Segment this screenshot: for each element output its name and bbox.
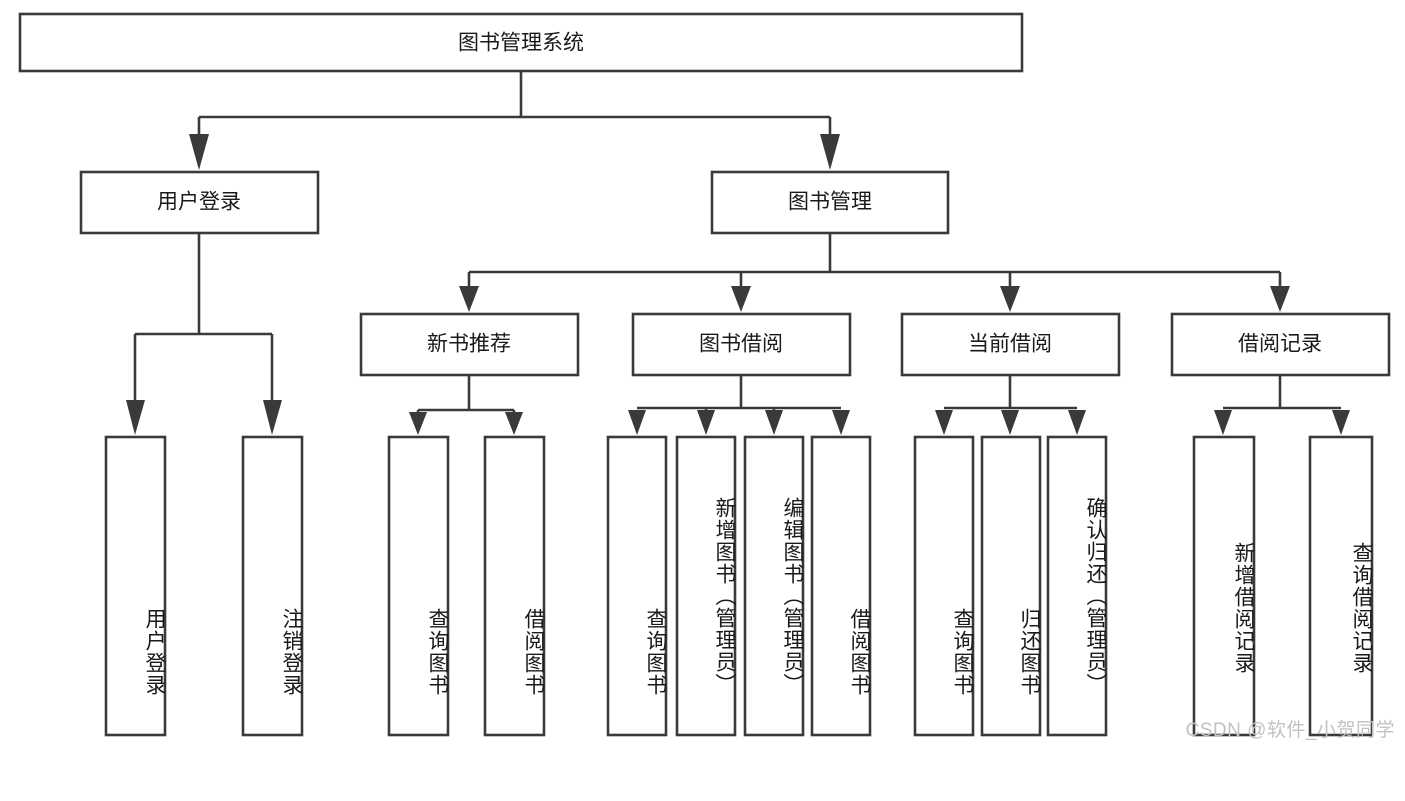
arrow-to-leaf-edit-book	[765, 410, 783, 435]
leaf-box-confirm-return[interactable]	[1046, 435, 1108, 737]
node-new-book-recommend-label: 新书推荐	[427, 333, 511, 356]
arrow-to-leaf-borrow-book-a	[505, 412, 523, 435]
node-book-borrow-label: 图书借阅	[699, 333, 783, 356]
arrow-to-leaf-query-book-a	[409, 412, 427, 435]
node-current-borrow-label: 当前借阅	[968, 333, 1052, 356]
arrow-to-user-login	[189, 134, 209, 170]
arrow-to-new-book-recommend	[459, 286, 479, 312]
arrow-to-leaf-add-record	[1214, 410, 1232, 435]
nodes-group: 图书管理系统 用户登录 图书管理 新书推荐 图书借阅 当前借阅 借阅记录	[18, 12, 1391, 737]
arrow-to-book-borrow	[731, 286, 751, 312]
node-user-login-label: 用户登录	[157, 191, 241, 214]
node-current-borrow-box[interactable]	[900, 312, 1121, 377]
node-borrow-record-box[interactable]	[1170, 312, 1391, 377]
leaf-box-query-record[interactable]	[1308, 435, 1374, 737]
arrow-to-leaf-borrow-book-b	[832, 410, 850, 435]
leaf-box-logout[interactable]	[241, 435, 304, 737]
leaf-box-borrow-book-a[interactable]	[483, 435, 546, 737]
leaf-box-user-login[interactable]	[104, 435, 167, 737]
flowchart-svg: 图书管理系统 用户登录 图书管理 新书推荐 图书借阅 当前借阅 借阅记录	[18, 12, 1391, 737]
arrow-to-current-borrow	[1000, 286, 1020, 312]
leaf-box-query-book-c[interactable]	[913, 435, 975, 737]
arrow-to-leaf-return-book	[1001, 410, 1019, 435]
leaf-box-query-book-a[interactable]	[387, 435, 450, 737]
arrow-to-book-manage	[820, 134, 840, 170]
node-root-box[interactable]	[18, 12, 1024, 73]
node-book-manage-box[interactable]	[710, 170, 950, 235]
arrow-to-leaf-add-book	[697, 410, 715, 435]
arrow-to-leaf-query-record	[1332, 410, 1350, 435]
node-user-login-box[interactable]	[79, 170, 320, 235]
edges-group	[126, 71, 1350, 435]
flowchart-canvas: 图书管理系统 用户登录 图书管理 新书推荐 图书借阅 当前借阅 借阅记录	[18, 12, 1395, 741]
leaf-box-add-record[interactable]	[1192, 435, 1256, 737]
arrow-to-leaf-query-book-c	[935, 410, 953, 435]
leaf-box-borrow-book-b[interactable]	[810, 435, 872, 737]
arrow-to-leaf-user-login	[126, 400, 145, 435]
node-new-book-recommend-box[interactable]	[359, 312, 580, 377]
node-root-label: 图书管理系统	[458, 32, 584, 55]
leaf-box-edit-book[interactable]	[743, 435, 805, 737]
arrow-to-borrow-record	[1270, 286, 1290, 312]
node-book-manage-label: 图书管理	[788, 191, 872, 214]
node-book-borrow-box[interactable]	[631, 312, 852, 377]
leaf-box-add-book[interactable]	[675, 435, 737, 737]
leaf-box-return-book[interactable]	[980, 435, 1042, 737]
arrow-to-leaf-query-book-b	[628, 410, 646, 435]
arrow-to-leaf-confirm-return	[1068, 410, 1086, 435]
leaf-box-query-book-b[interactable]	[606, 435, 668, 737]
node-borrow-record-label: 借阅记录	[1238, 333, 1322, 356]
arrow-to-leaf-logout	[263, 400, 282, 435]
csdn-watermark: CSDN @软件_小贺同学	[1185, 720, 1395, 741]
